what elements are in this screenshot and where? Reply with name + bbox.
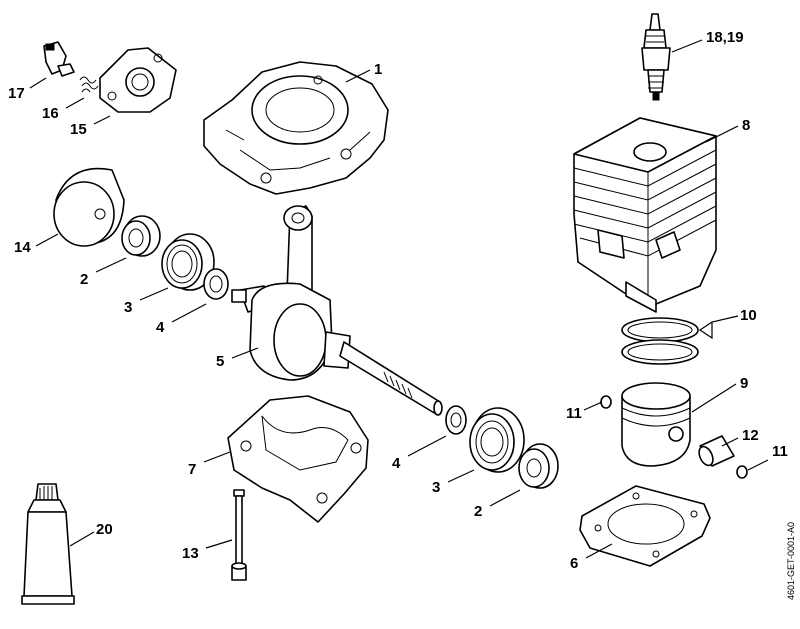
part-12-piston-pin	[698, 435, 735, 467]
callout-4-right: 4	[392, 455, 401, 472]
callout-10: 10	[740, 307, 757, 324]
callout-5: 5	[216, 353, 224, 370]
callout-16: 16	[42, 105, 59, 122]
part-3-bearing-right	[469, 407, 525, 473]
callout-labels: 1 18,19 8 10 9 11 12 11 6 17 16 15 14 2 …	[8, 29, 788, 572]
callout-14: 14	[14, 239, 31, 256]
part-11-circlip-left	[600, 395, 612, 409]
callout-2-right: 2	[474, 503, 482, 520]
callout-7: 7	[188, 461, 196, 478]
part-13-bolt	[231, 489, 247, 581]
part-16-spring	[79, 76, 99, 93]
part-4-seal-left	[203, 268, 229, 300]
part-9-piston	[621, 382, 691, 467]
document-code: 4601-GET-0001-A0	[786, 521, 796, 600]
part-10-piston-rings	[621, 317, 699, 365]
callout-4-left: 4	[156, 319, 165, 336]
part-5-crankshaft	[231, 205, 443, 416]
part-1-crankcase-half	[203, 61, 389, 195]
callout-1: 1	[374, 61, 382, 78]
part-17-connector	[43, 41, 75, 77]
callout-2-left: 2	[80, 271, 88, 288]
callout-12: 12	[742, 427, 759, 444]
part-8-cylinder	[573, 117, 717, 313]
callout-17: 17	[8, 85, 25, 102]
part-3-bearing-left	[161, 233, 215, 291]
leader-lines	[29, 39, 769, 559]
part-7-crankcase-half	[227, 395, 369, 523]
part-2-bearing-right	[518, 443, 559, 489]
callout-13: 13	[182, 545, 199, 562]
part-15-housing	[99, 47, 177, 113]
part-18-19-spark-plug	[641, 13, 671, 101]
part-20-grease-tube	[21, 483, 75, 605]
callout-9: 9	[740, 375, 748, 392]
callout-11-right: 11	[772, 443, 788, 460]
part-11-circlip-right	[736, 465, 748, 479]
callout-15: 15	[70, 121, 87, 138]
callout-18-19: 18,19	[706, 29, 744, 46]
callout-20: 20	[96, 521, 113, 538]
callout-8: 8	[742, 117, 750, 134]
callout-11-left: 11	[566, 405, 582, 422]
callout-3-left: 3	[124, 299, 132, 316]
part-2-bearing-left	[121, 215, 161, 257]
part-4-seal-right	[445, 405, 467, 435]
part-14-clutch-drum	[53, 167, 125, 247]
part-6-gasket	[579, 485, 711, 567]
callout-3-right: 3	[432, 479, 440, 496]
callout-6: 6	[570, 555, 578, 572]
